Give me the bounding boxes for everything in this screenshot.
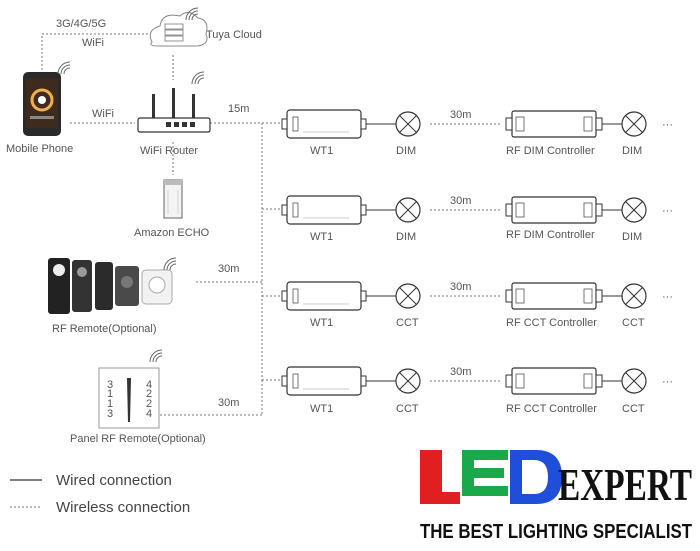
controller-label: RF DIM Controller: [506, 145, 595, 157]
bulb-icon: [395, 368, 421, 394]
connection-lines: [41, 33, 285, 416]
wifi-router-icon: [137, 71, 211, 133]
bulb-icon: [395, 197, 421, 223]
load-label: CCT: [396, 317, 419, 329]
load-label: CCT: [396, 403, 419, 415]
ellipsis: ···: [662, 205, 673, 217]
logo-word: EXPERT: [558, 459, 692, 510]
ellipsis: ···: [662, 376, 673, 388]
row-4: WT1 CCT 30m RF CCT Controller CCT ···: [281, 366, 673, 415]
wt1-label: WT1: [310, 317, 333, 329]
wt1-device-icon: [281, 281, 367, 311]
wt1-label: WT1: [310, 403, 333, 415]
controller-icon: [505, 196, 603, 224]
load2-label: CCT: [622, 317, 645, 329]
wt1-device-icon: [281, 366, 367, 396]
distance-label: 30m: [450, 109, 471, 121]
rf-remote-label: RF Remote(Optional): [52, 323, 157, 335]
cloud-label: Tuya Cloud: [206, 29, 262, 41]
wt1-device-icon: [281, 195, 367, 225]
cellular-label: 3G/4G/5G: [56, 18, 106, 30]
rf-distance-label: 30m: [218, 263, 239, 275]
panel-key-2: 2: [146, 388, 152, 400]
panel-key-6: 4: [146, 408, 152, 420]
phone-label: Mobile Phone: [6, 143, 73, 155]
panel-key-4: 2: [146, 398, 152, 410]
controller-label: RF CCT Controller: [506, 317, 597, 329]
wired-legend-label: Wired connection: [56, 472, 172, 489]
load2-label: DIM: [622, 145, 642, 157]
wifi-top-label: WiFi: [82, 37, 104, 49]
led-expert-logo: EXPERT THE BEST LIGHTING SPECIALIST: [420, 450, 692, 543]
cloud-icon: [149, 7, 208, 47]
panel-distance-label: 30m: [218, 397, 239, 409]
panel-key-1: 1: [107, 388, 113, 400]
mobile-phone-icon: [23, 61, 71, 136]
router-label: WiFi Router: [140, 145, 198, 157]
wt1-label: WT1: [310, 145, 333, 157]
row-3: WT1 CCT 30m RF CCT Controller CCT ···: [281, 281, 673, 329]
legend: Wired connection Wireless connection: [10, 472, 190, 516]
bulb-icon-2: [621, 197, 647, 223]
rf-remotes-icon: [48, 257, 177, 314]
distance-label: 30m: [450, 281, 471, 293]
controller-label: RF DIM Controller: [506, 229, 595, 241]
bulb-icon-2: [621, 283, 647, 309]
load-label: DIM: [396, 231, 416, 243]
amazon-echo-icon: [163, 179, 183, 219]
row-2: WT1 DIM 30m RF DIM Controller DIM ···: [281, 195, 673, 243]
load2-label: CCT: [622, 403, 645, 415]
panel-key-5: 3: [107, 408, 113, 420]
bulb-icon-2: [621, 111, 647, 137]
controller-icon: [505, 367, 603, 395]
load2-label: DIM: [622, 231, 642, 243]
row-1: WT1 DIM 30m RF DIM Controller DIM ···: [281, 109, 673, 157]
bulb-icon-2: [621, 368, 647, 394]
panel-key-7: 3: [107, 379, 113, 391]
wireless-legend-label: Wireless connection: [56, 499, 190, 516]
panel-rf-remote-icon: 1 2 1 2 3 4 3 4: [98, 349, 163, 429]
panel-remote-label: Panel RF Remote(Optional): [70, 433, 206, 445]
controller-icon: [505, 282, 603, 310]
controller-label: RF CCT Controller: [506, 403, 597, 415]
wt1-label: WT1: [310, 231, 333, 243]
distance-label: 30m: [450, 366, 471, 378]
wifi-left-label: WiFi: [92, 108, 114, 120]
ellipsis: ···: [662, 291, 673, 303]
wt1-device-icon: [281, 109, 367, 139]
controller-icon: [505, 110, 603, 138]
distance-label: 30m: [450, 195, 471, 207]
ellipsis: ···: [662, 119, 673, 131]
echo-label: Amazon ECHO: [134, 227, 210, 239]
logo-tagline: THE BEST LIGHTING SPECIALIST: [420, 521, 692, 543]
load-label: DIM: [396, 145, 416, 157]
bulb-icon: [395, 111, 421, 137]
router-distance-label: 15m: [228, 103, 249, 115]
panel-key-8: 4: [146, 379, 152, 391]
panel-key-3: 1: [107, 398, 113, 410]
bulb-icon: [395, 283, 421, 309]
